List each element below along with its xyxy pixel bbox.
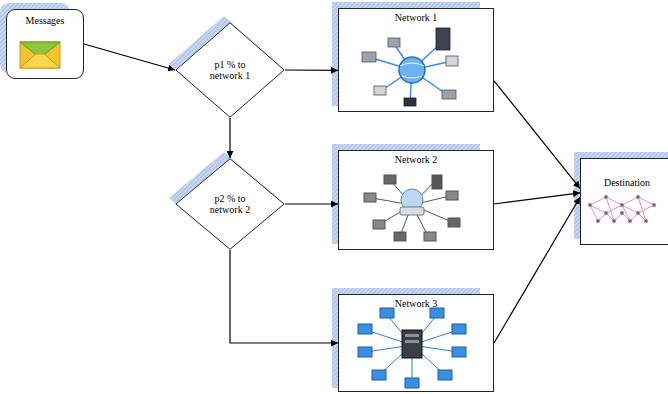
network-1-illustration bbox=[362, 28, 458, 106]
flow-arrow bbox=[285, 69, 338, 71]
box-title: Network 2 bbox=[339, 154, 493, 166]
box-title: Network 3 bbox=[339, 298, 493, 310]
network-2-illustration bbox=[364, 175, 460, 241]
decision-label: p1 % to network 1 bbox=[201, 59, 259, 82]
flow-arrow bbox=[494, 193, 580, 204]
decision-label: p2 % to network 2 bbox=[201, 193, 259, 216]
decision-text: p2 % to network 2 bbox=[201, 193, 259, 216]
network-3-illustration bbox=[358, 308, 466, 388]
flow-arrow bbox=[230, 250, 338, 343]
message-source-box: Messages bbox=[6, 9, 84, 79]
flow-arrow bbox=[494, 197, 580, 343]
flow-arrow bbox=[229, 118, 230, 158]
flow-arrow bbox=[494, 81, 580, 189]
network-box: Network 3 bbox=[338, 294, 494, 392]
network-box: Network 1 bbox=[338, 8, 494, 112]
network-box: Network 2 bbox=[338, 150, 494, 250]
box-title: Destination bbox=[581, 177, 668, 189]
box-title: Network 1 bbox=[339, 12, 493, 24]
flow-arrow bbox=[84, 44, 175, 70]
destination-mesh bbox=[588, 195, 656, 223]
decision-diamond: p1 % to network 1 bbox=[175, 22, 285, 118]
destination-box: Destination bbox=[580, 158, 668, 245]
decision-diamond: p2 % to network 2 bbox=[175, 158, 285, 250]
decision-text: p1 % to network 1 bbox=[201, 59, 259, 82]
box-title: Messages bbox=[7, 15, 83, 27]
flow-arrow bbox=[285, 203, 338, 204]
envelope-icon bbox=[20, 42, 60, 68]
